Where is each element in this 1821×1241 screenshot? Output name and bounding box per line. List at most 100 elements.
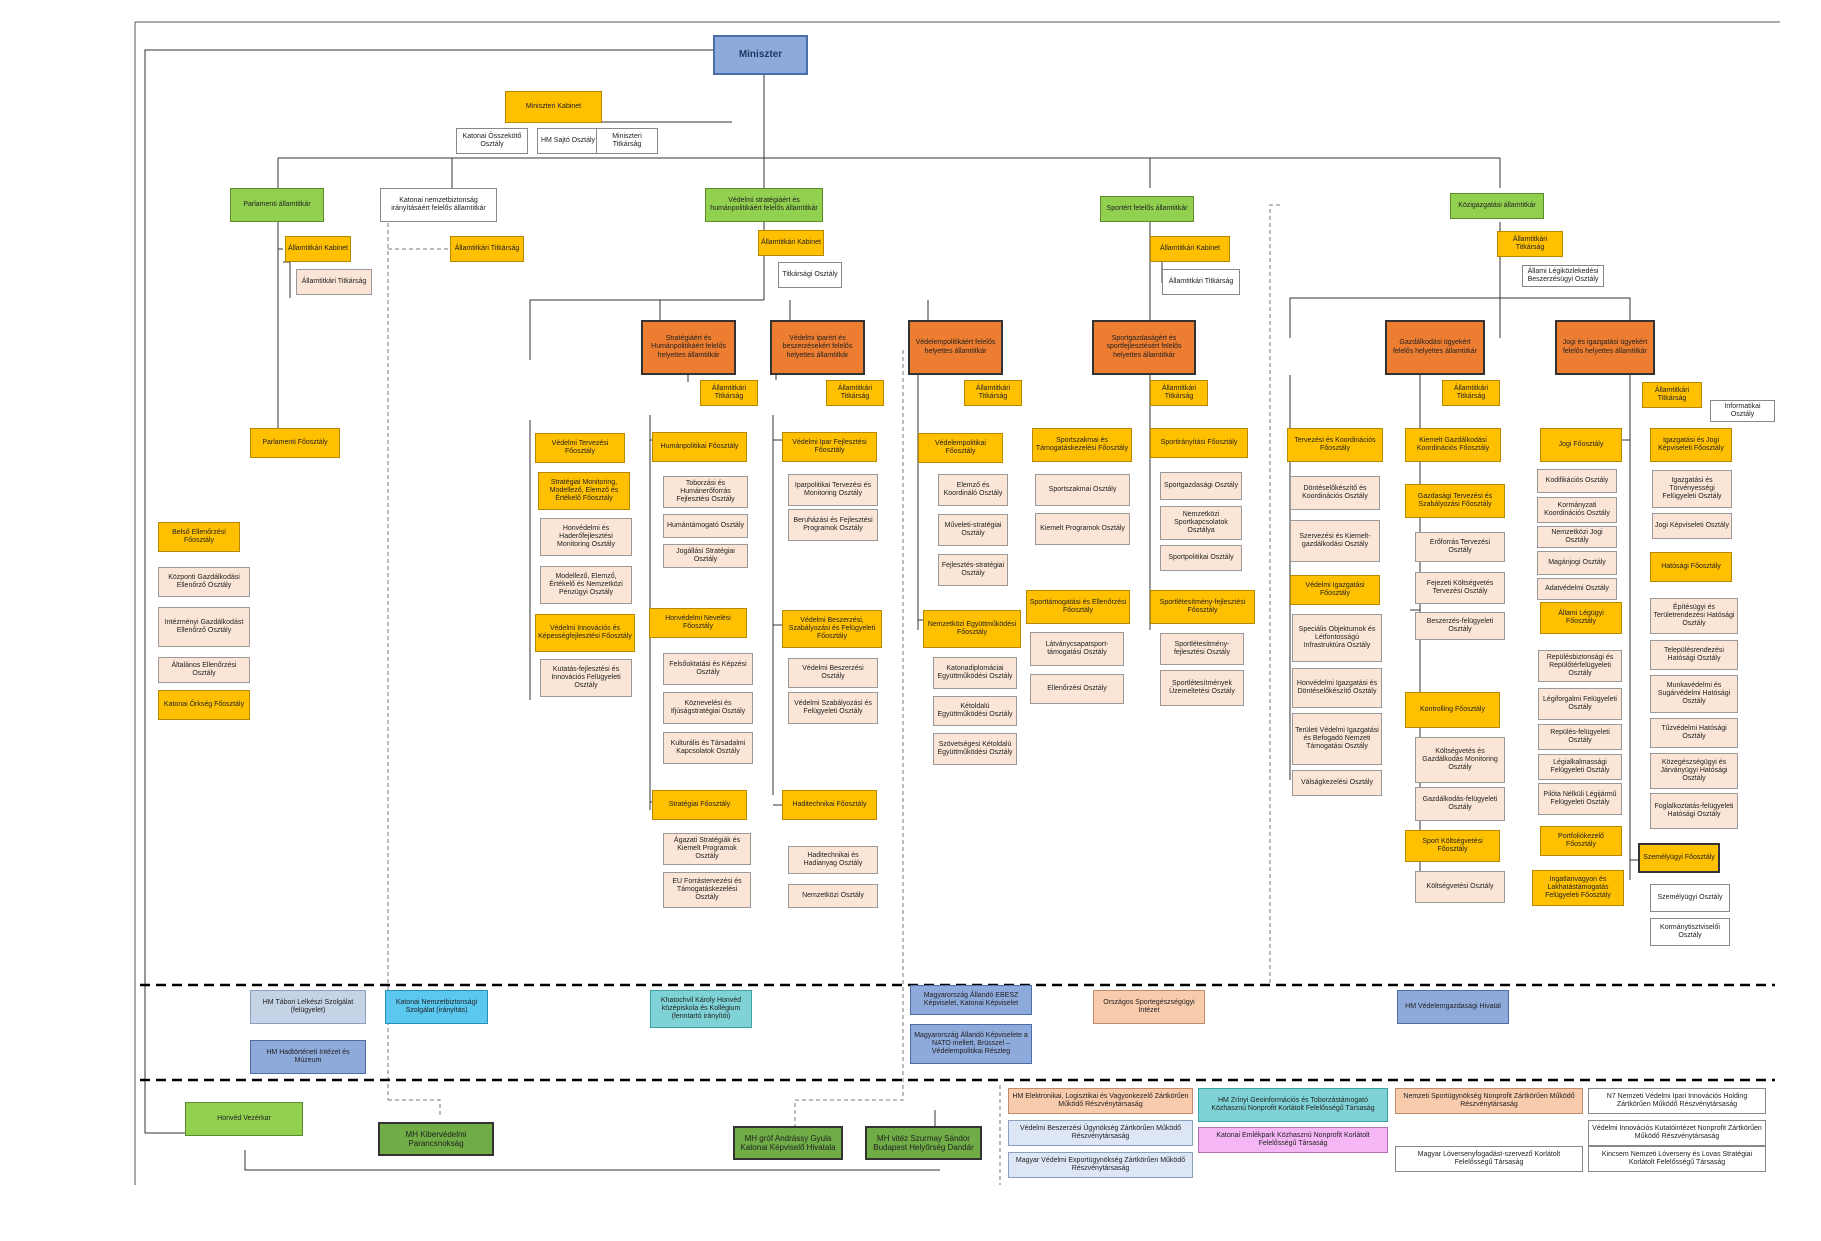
org-unit-n088: Erőforrás Tervezési Osztály — [1415, 532, 1505, 562]
org-unit-n063: Katonadiplomáciai Együttműködési Osztály — [933, 657, 1017, 689]
org-unit-n007: Államtitkári Kabinet — [285, 236, 351, 262]
org-unit-n152: Kincsem Nemzeti Lóverseny és Lovas Strat… — [1588, 1146, 1766, 1172]
org-unit-n071: Sportirányítási Főosztály — [1150, 428, 1248, 458]
org-unit-n072: Sportgazdasági Osztály — [1160, 472, 1242, 500]
org-unit-n084: Döntéselőkészítő és Koordinációs Osztály — [1290, 476, 1380, 510]
org-unit-n016: Államtitkári Kabinet — [1150, 236, 1230, 262]
org-unit-n139: Honvéd Vezérkar — [185, 1102, 303, 1136]
org-unit-n081: Gazdálkodási ügyekért felelős helyettes … — [1385, 320, 1485, 375]
org-unit-n021: Belső Ellenőrzési Főosztály — [158, 522, 240, 552]
org-unit-n052: Védelmi Szabályozási és Felügyeleti Oszt… — [788, 692, 878, 724]
org-unit-n146: N7 Nemzeti Védelmi Ipari Innovációs Hold… — [1588, 1088, 1766, 1114]
org-unit-n106: Kormányzati Koordinációs Osztály — [1537, 497, 1617, 523]
org-unit-n011: Államtitkári Titkárság — [450, 236, 524, 262]
org-unit-n043: Ágazati Stratégiák és Kiemelt Programok … — [663, 833, 751, 865]
org-unit-n096: Kontrolling Főosztály — [1405, 692, 1500, 728]
org-unit-n147: Védelmi Beszerzési Ügynökség Zártkörűen … — [1008, 1120, 1193, 1146]
org-unit-n058: Védelempolitikai Főosztály — [918, 433, 1003, 463]
org-unit-n094: Területi Védelmi Igazgatási és Befogadó … — [1292, 713, 1382, 765]
org-unit-n142: MH vitéz Szurmay Sándor Budapest Helyőrs… — [865, 1126, 982, 1160]
org-unit-n121: Repülésbiztonsági és Repülőtérfelügyelet… — [1538, 650, 1622, 682]
org-unit-n005: Miniszteri Titkárság — [596, 128, 658, 154]
org-unit-n057: Államtitkári Titkárság — [964, 380, 1022, 406]
org-unit-n087: Gazdasági Tervezési és Szabályozási Főos… — [1405, 484, 1505, 518]
org-unit-n105: Kodifikációs Osztály — [1537, 469, 1617, 493]
org-unit-n049: Beruházási és Fejlesztési Programok Oszt… — [788, 509, 878, 541]
org-unit-n151: Magyar Lóversenyfogadást-szervező Korlát… — [1395, 1146, 1583, 1172]
org-unit-n059: Elemző és Koordináló Osztály — [938, 474, 1008, 506]
org-unit-n123: Repülés-felügyeleti Osztály — [1538, 724, 1622, 750]
org-unit-n066: Sportgazdaságért és sportfejlesztésért f… — [1092, 320, 1196, 375]
org-unit-n069: Sportszakmai Osztály — [1035, 474, 1130, 506]
org-unit-n097: Költségvetés és Gazdálkodás Monitoring O… — [1415, 737, 1505, 783]
org-unit-n051: Védelmi Beszerzési Osztály — [788, 658, 878, 688]
org-unit-n108: Magánjogi Osztály — [1537, 551, 1617, 575]
org-unit-n038: Honvédelmi Nevelési Főosztály — [649, 608, 747, 638]
org-unit-n124: Légialkalmassági Felügyeleti Osztály — [1538, 754, 1622, 780]
org-unit-n135: Országos Sportegészségügyi Intézet — [1093, 990, 1205, 1024]
org-unit-n110: Igazgatási és Jogi Képviseleti Főosztály — [1650, 428, 1732, 462]
org-unit-n122: Légiforgalmi Felügyeleti Osztály — [1538, 688, 1622, 720]
org-unit-n044: EU Forrástervezési és Támogatáskezelési … — [663, 872, 751, 908]
org-unit-n046: Államtitkári Titkárság — [826, 380, 884, 406]
org-unit-n082: Államtitkári Titkárság — [1442, 380, 1500, 406]
org-unit-n065: Szövetségesi Kétoldalú Együttműködési Os… — [933, 733, 1017, 765]
org-unit-n032: Védelmi Innovációs és Képességfejlesztés… — [535, 614, 635, 652]
org-unit-n085: Szervezési és Kiemelt-gazdálkodási Osztá… — [1290, 520, 1380, 562]
org-unit-n018: Közigazgatási államtitkár — [1450, 193, 1544, 219]
org-unit-n143: HM Elektronikai, Logisztikai és Vagyonke… — [1008, 1088, 1193, 1114]
org-unit-n067: Államtitkári Titkárság — [1150, 380, 1208, 406]
org-unit-n008: Államtitkári Titkárság — [296, 269, 372, 295]
org-unit-n116: Munkavédelmi és Sugárvédelmi Hatósági Os… — [1650, 675, 1738, 713]
org-unit-n029: Stratégiai Monitoring, Modellező, Elemző… — [538, 472, 630, 510]
org-unit-n098: Gazdálkodás-felügyeleti Osztály — [1415, 787, 1505, 821]
org-unit-n117: Tűzvédelmi Hatósági Osztály — [1650, 718, 1738, 748]
org-unit-n129: Személyügyi Osztály — [1650, 884, 1730, 912]
org-unit-n120: Állami Légügyi Főosztály — [1540, 602, 1622, 634]
org-unit-n079: Sportlétesítmény-fejlesztési Osztály — [1160, 633, 1244, 665]
org-unit-n050: Védelmi Beszerzési, Szabályozási és Felü… — [782, 610, 882, 648]
org-unit-n127: Ingatlanvagyon és Lakhatástámogatás Felü… — [1532, 870, 1624, 906]
org-unit-n131: HM Tábori Lelkészi Szolgálat (felügyelet… — [250, 990, 366, 1024]
org-unit-n028: Védelmi Tervezési Főosztály — [535, 433, 625, 463]
org-unit-n033: Kutatás-fejlesztési és Innovációs Felügy… — [540, 659, 632, 697]
org-unit-n113: Hatósági Főosztály — [1650, 552, 1732, 582]
org-unit-n061: Fejlesztés-stratégiai Osztály — [938, 554, 1008, 586]
org-unit-n023: Intézményi Gazdálkodást Ellenőrző Osztál… — [158, 607, 250, 647]
org-unit-n150: Magyar Védelmi Exportügynökség Zártkörűe… — [1008, 1152, 1193, 1178]
org-unit-n064: Kétoldalú Együttműködési Osztály — [933, 696, 1017, 726]
org-unit-n136: HM Védelemgazdasági Hivatal — [1397, 990, 1509, 1024]
org-unit-n099: Sport Költségvetési Főosztály — [1405, 830, 1500, 862]
org-unit-n022: Központi Gazdálkodási Ellenőrző Osztály — [158, 567, 250, 597]
org-unit-n040: Köznevelési és Ifjúságstratégiai Osztály — [663, 692, 753, 724]
org-unit-n074: Sportpolitikai Osztály — [1160, 545, 1242, 571]
org-unit-n089: Fejezeti Költségvetés Tervezési Osztály — [1415, 572, 1505, 604]
org-unit-n093: Honvédelmi Igazgatási és Döntéselőkészít… — [1292, 668, 1382, 708]
org-unit-n080: Sportlétesítmények Üzemeltetési Osztály — [1160, 670, 1244, 706]
org-unit-n134: Magyarország Állandó EBESZ Képviselet, K… — [910, 985, 1032, 1015]
org-unit-n006: Parlamenti államtitkár — [230, 188, 324, 222]
org-unit-n086: Kiemelt Gazdálkodási Koordinációs Főoszt… — [1405, 428, 1501, 462]
org-unit-n017: Államtitkári Titkárság — [1162, 269, 1240, 295]
org-unit-n115: Településrendezési Hatósági Osztály — [1650, 640, 1738, 670]
org-unit-n009: Parlamenti Főosztály — [250, 428, 340, 458]
org-unit-n002: Miniszteri Kabinet — [505, 91, 602, 123]
org-unit-n037: Jogállási Stratégiai Osztály — [663, 544, 748, 568]
org-unit-n068: Sportszakmai és Támogatáskezelési Főoszt… — [1032, 428, 1132, 462]
org-unit-n014: Titkársági Osztály — [778, 262, 842, 288]
org-unit-n083: Tervezési és Koordinációs Főosztály — [1287, 428, 1383, 462]
org-unit-n039: Felsőoktatási és Képzési Osztály — [663, 653, 753, 685]
org-unit-n128: Személyügyi Főosztály — [1638, 843, 1720, 873]
org-unit-n062: Nemzetközi Együttműködési Főosztály — [923, 610, 1021, 648]
org-unit-n104: Jogi Főosztály — [1540, 428, 1622, 462]
org-unit-n126: Portfoliókezelő Főosztály — [1540, 826, 1622, 856]
org-unit-n137: HM Hadtörténeti Intézet és Múzeum — [250, 1040, 366, 1074]
org-unit-n119: Foglalkoztatás-felügyeleti Hatósági Oszt… — [1650, 793, 1738, 829]
org-unit-n048: Iparpolitikai Tervezési és Monitoring Os… — [788, 474, 878, 506]
org-unit-n078: Sportlétesítmény-fejlesztési Főosztály — [1150, 590, 1255, 624]
org-unit-n035: Toborzási és Humánerőforrás Fejlesztési … — [663, 476, 748, 508]
org-unit-n101: Jogi és igazgatási ügyekért felelős hely… — [1555, 320, 1655, 375]
org-unit-n056: Védelempolitikáért felelős helyettes áll… — [908, 320, 1003, 375]
org-unit-n149: Védelmi Innovációs Kutatóintézet Nonprof… — [1588, 1120, 1766, 1146]
org-unit-n077: Ellenőrzési Osztály — [1030, 674, 1124, 704]
